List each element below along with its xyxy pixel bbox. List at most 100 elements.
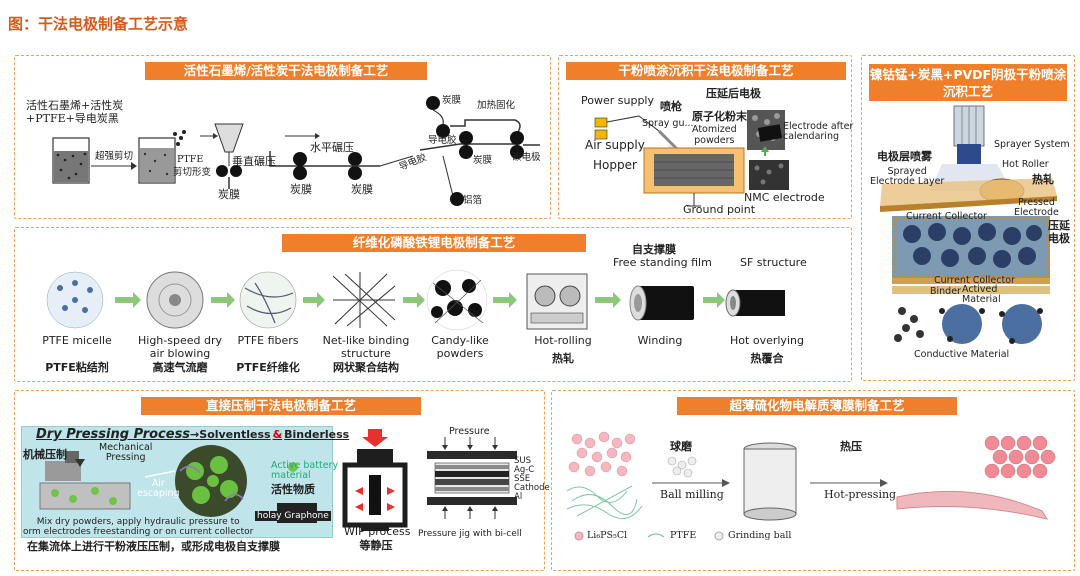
ball-milling-label: Ball milling [660, 488, 724, 501]
step-cn-4: 网状聚合结构 [333, 361, 399, 374]
layer-cathode: Cathode [514, 483, 550, 493]
step-en-1: PTFE micelle [42, 334, 112, 347]
layer-al: Al [514, 492, 523, 502]
shear-deform-label: 剪切形变 [173, 167, 212, 178]
power-supply-label: Power supply [581, 94, 654, 107]
atomized-cn-label: 原子化粉末 [692, 110, 747, 123]
layer-agc: Ag-C [514, 465, 535, 475]
process-title-text: Dry Pressing Process [36, 427, 191, 442]
panel-sulfide-electrolyte: 超薄硫化物电解质薄膜制备工艺 球磨 热压 Ball milling Hot-pr… [551, 390, 1075, 571]
electrode-after-label: Electrode after calendaring [783, 121, 854, 142]
caption-cn-label: 在集流体上进行干粉液压压制，或形成电极自支撑膜 [27, 540, 280, 553]
layer-sus: SUS [514, 456, 532, 466]
isostatic-cn-label: 等静压 [359, 539, 393, 552]
panel-nmc-cathode-spray: 镍钴锰+炭黑+PVDF阴极干粉喷涂沉积工艺 Sprayer System 电极层… [861, 55, 1075, 381]
legend-ball: Grinding ball [728, 530, 792, 541]
horizontal-roll-label: 水平碾压 [310, 141, 354, 154]
spray-deposition-figure [594, 110, 789, 207]
carbon-film-label-5: 炭膜 [473, 155, 493, 166]
mix-text-label: Mix dry powders, apply hydraulic pressur… [23, 517, 254, 537]
step-en-8: Hot overlying [730, 334, 804, 347]
air-escaping-label: Air escaping [137, 478, 180, 499]
step-en-3: PTFE fibers [237, 334, 299, 347]
solventless-text: Solventless [199, 428, 271, 441]
carbon-film-label-2: 炭膜 [290, 183, 312, 196]
atomized-label: Atomized powders [692, 124, 737, 146]
nmc-spray-figure [880, 105, 1057, 344]
materials-label-2: +PTFE+导电炭黑 [26, 112, 119, 125]
panel-dry-spray-deposition: 干粉喷涂沉积干法电极制备工艺 Power supply 喷枪 Spray gu.… [558, 55, 854, 219]
hot-pressing-label: Hot-pressing [824, 488, 897, 501]
vertical-roll-label: 垂直碾压 [232, 155, 276, 168]
panel3-header: 镍钴锰+炭黑+PVDF阴极干粉喷涂沉积工艺 [869, 64, 1067, 101]
pressure-label: Pressure [449, 426, 490, 437]
binder-label: Binder [930, 286, 961, 297]
process-title: Dry Pressing Process→Solventless&Binderl… [36, 427, 350, 443]
materials-label-1: 活性石墨烯+活性炭 [26, 99, 124, 112]
current-collector-label-2: Current Collector [934, 275, 1015, 286]
panel5-header: 直接压制干法电极制备工艺 [141, 397, 421, 415]
panel-lfp-fibrillation: 纤维化磷酸铁锂电极制备工艺 自支撑膜 Free standing film SF… [14, 227, 852, 382]
pressure-jig-label: Pressure jig with bi-cell [418, 529, 522, 539]
process-arrow: → [190, 428, 200, 441]
graphene-process-figure [52, 96, 540, 206]
mechanical-label: Mechanical Pressing [99, 442, 153, 463]
sf-structure-label: SF structure [740, 256, 807, 269]
step-en-4: Net-like binding structure [322, 334, 410, 360]
sulfide-process-figure [566, 431, 1056, 541]
active-battery-label: Active battery material [271, 460, 339, 481]
step-en-7: Winding [637, 334, 683, 347]
nmc-electrode-label: NMC electrode [744, 191, 825, 204]
spray-gun-label: Spray gu... [642, 118, 694, 129]
hot-roller-label: Hot Roller [1002, 159, 1049, 170]
step-cn-6: 热轧 [552, 352, 574, 365]
ptfe-label: PTFE [177, 154, 204, 165]
panel1-header: 活性石墨烯/活性炭干法电极制备工艺 [145, 62, 427, 80]
aluminum-foil-label: 铝箔 [463, 195, 483, 206]
amp-text: & [272, 428, 283, 441]
current-collector-label-1: Current Collector [906, 211, 987, 222]
legend-lps: Li₆PS₅Cl [587, 530, 628, 541]
carbon-film-label-4: 炭膜 [442, 95, 462, 106]
heat-cure-label: 加热固化 [477, 100, 516, 111]
active-cn-label: 活性物质 [271, 483, 315, 496]
ground-point-label: Ground point [683, 203, 756, 216]
step-en-6: Hot-rolling [534, 334, 592, 347]
holey-graphene-label: holay Graphone [255, 511, 331, 522]
active-material-label: Actived Material [962, 284, 1001, 305]
carbon-film-label-1: 炭膜 [218, 188, 240, 201]
panel-direct-pressing: 直接压制干法电极制备工艺 [14, 390, 550, 571]
wip-process-label: WIP process [344, 525, 411, 538]
step-cn-1: PTFE粘结剂 [45, 361, 109, 374]
rolled-electrode-label: 压延后电极 [706, 87, 761, 100]
step-en-5: Candy-like powders [431, 334, 489, 360]
layer-sse: SSE [514, 474, 531, 484]
panel2-header: 干粉喷涂沉积干法电极制备工艺 [566, 62, 846, 80]
sprayer-system-label: Sprayer System [994, 139, 1070, 150]
pressed-electrode-label: Pressed Electrode [1014, 197, 1059, 218]
legend-ptfe: PTFE [670, 530, 697, 541]
air-supply-label: Air supply [585, 138, 645, 152]
calender-cn-label: 压延 电极 [1048, 219, 1070, 245]
carbon-film-label-3: 炭膜 [351, 183, 373, 196]
panel4-header: 纤维化磷酸铁锂电极制备工艺 [282, 234, 586, 252]
step-en-2: High-speed dry air blowing [138, 334, 222, 360]
step-cn-8: 热覆合 [750, 352, 784, 365]
step-cn-3: PTFE纤维化 [236, 361, 300, 374]
fibrillation-figure [46, 269, 785, 331]
conductive-glue-label-1: 导电胶 [428, 135, 457, 146]
spray-gun-cn-label: 喷枪 [660, 100, 682, 113]
conductive-material-label: Conductive Material [914, 349, 1010, 360]
dry-pressing-figure [39, 429, 517, 531]
figure-title: 图：干法电极制备工艺示意 [8, 15, 189, 33]
mechanical-cn-label: 机械压制 [23, 448, 67, 461]
free-film-label: Free standing film [613, 256, 712, 269]
hot-press-cn-label: 热压 [840, 440, 862, 453]
hot-roll-cn-label: 热轧 [1032, 173, 1054, 186]
sprayed-layer-label: Sprayed Electrode Layer [870, 166, 945, 188]
free-film-cn-label: 自支撑膜 [632, 243, 676, 256]
ball-mill-cn-label: 球磨 [670, 440, 692, 453]
hopper-label: Hopper [593, 158, 637, 172]
high-shear-label: 超强剪切 [95, 151, 134, 162]
binderless-text: Binderless [284, 428, 350, 441]
